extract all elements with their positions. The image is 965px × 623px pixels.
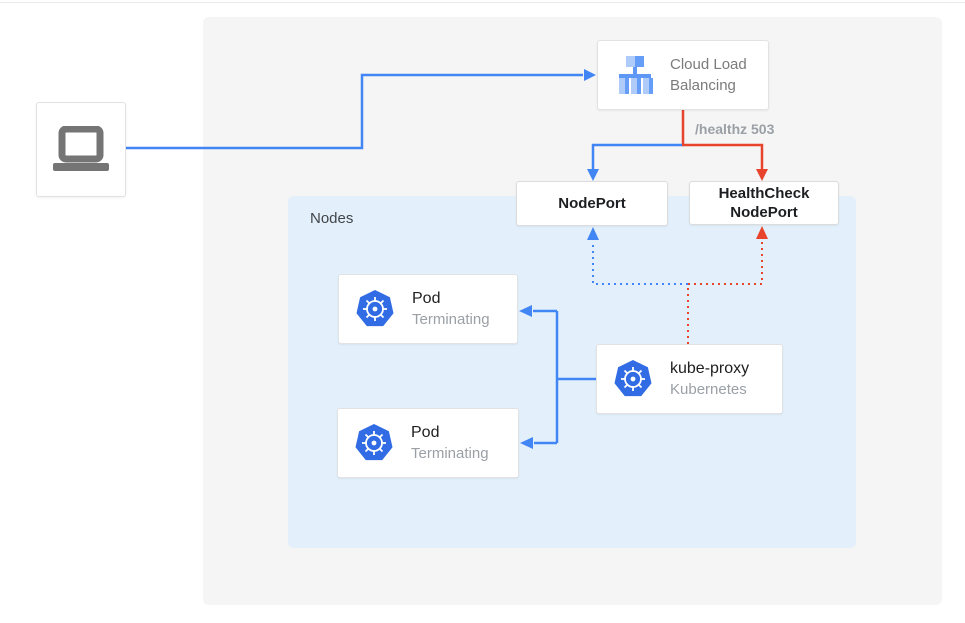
kubernetes-icon	[356, 290, 394, 327]
nodeport-card: NodePort	[516, 181, 668, 226]
laptop-icon	[53, 125, 109, 171]
nodeport-label: NodePort	[558, 195, 626, 212]
cloud-load-balancing-card: Cloud Load Balancing	[597, 40, 769, 110]
pod-status: Terminating	[411, 445, 489, 462]
top-divider	[0, 2, 965, 3]
kubernetes-icon	[614, 360, 652, 397]
kube-proxy-subtitle: Kubernetes	[670, 381, 747, 398]
pod-status: Terminating	[412, 311, 490, 328]
pod-title: Pod	[412, 290, 441, 307]
kube-proxy-title: kube-proxy	[670, 360, 750, 377]
clb-label-line2: Balancing	[670, 77, 736, 94]
pod-card: Pod Terminating	[337, 408, 519, 478]
healthcheck-nodeport-card: HealthCheck NodePort	[689, 181, 839, 225]
nodes-label: Nodes	[310, 210, 354, 227]
pod-card: Pod Terminating	[338, 274, 518, 344]
healthcheck-label-line1: HealthCheck	[718, 185, 810, 202]
kubernetes-icon	[355, 424, 393, 461]
clb-label-line1: Cloud Load	[670, 56, 747, 73]
healthcheck-label-line2: NodePort	[730, 204, 798, 221]
pod-title: Pod	[411, 424, 440, 441]
client-card	[36, 102, 126, 197]
healthz-label: /healthz 503	[695, 121, 775, 137]
load-balancer-icon	[619, 56, 653, 94]
kube-proxy-card: kube-proxy Kubernetes	[596, 344, 783, 414]
